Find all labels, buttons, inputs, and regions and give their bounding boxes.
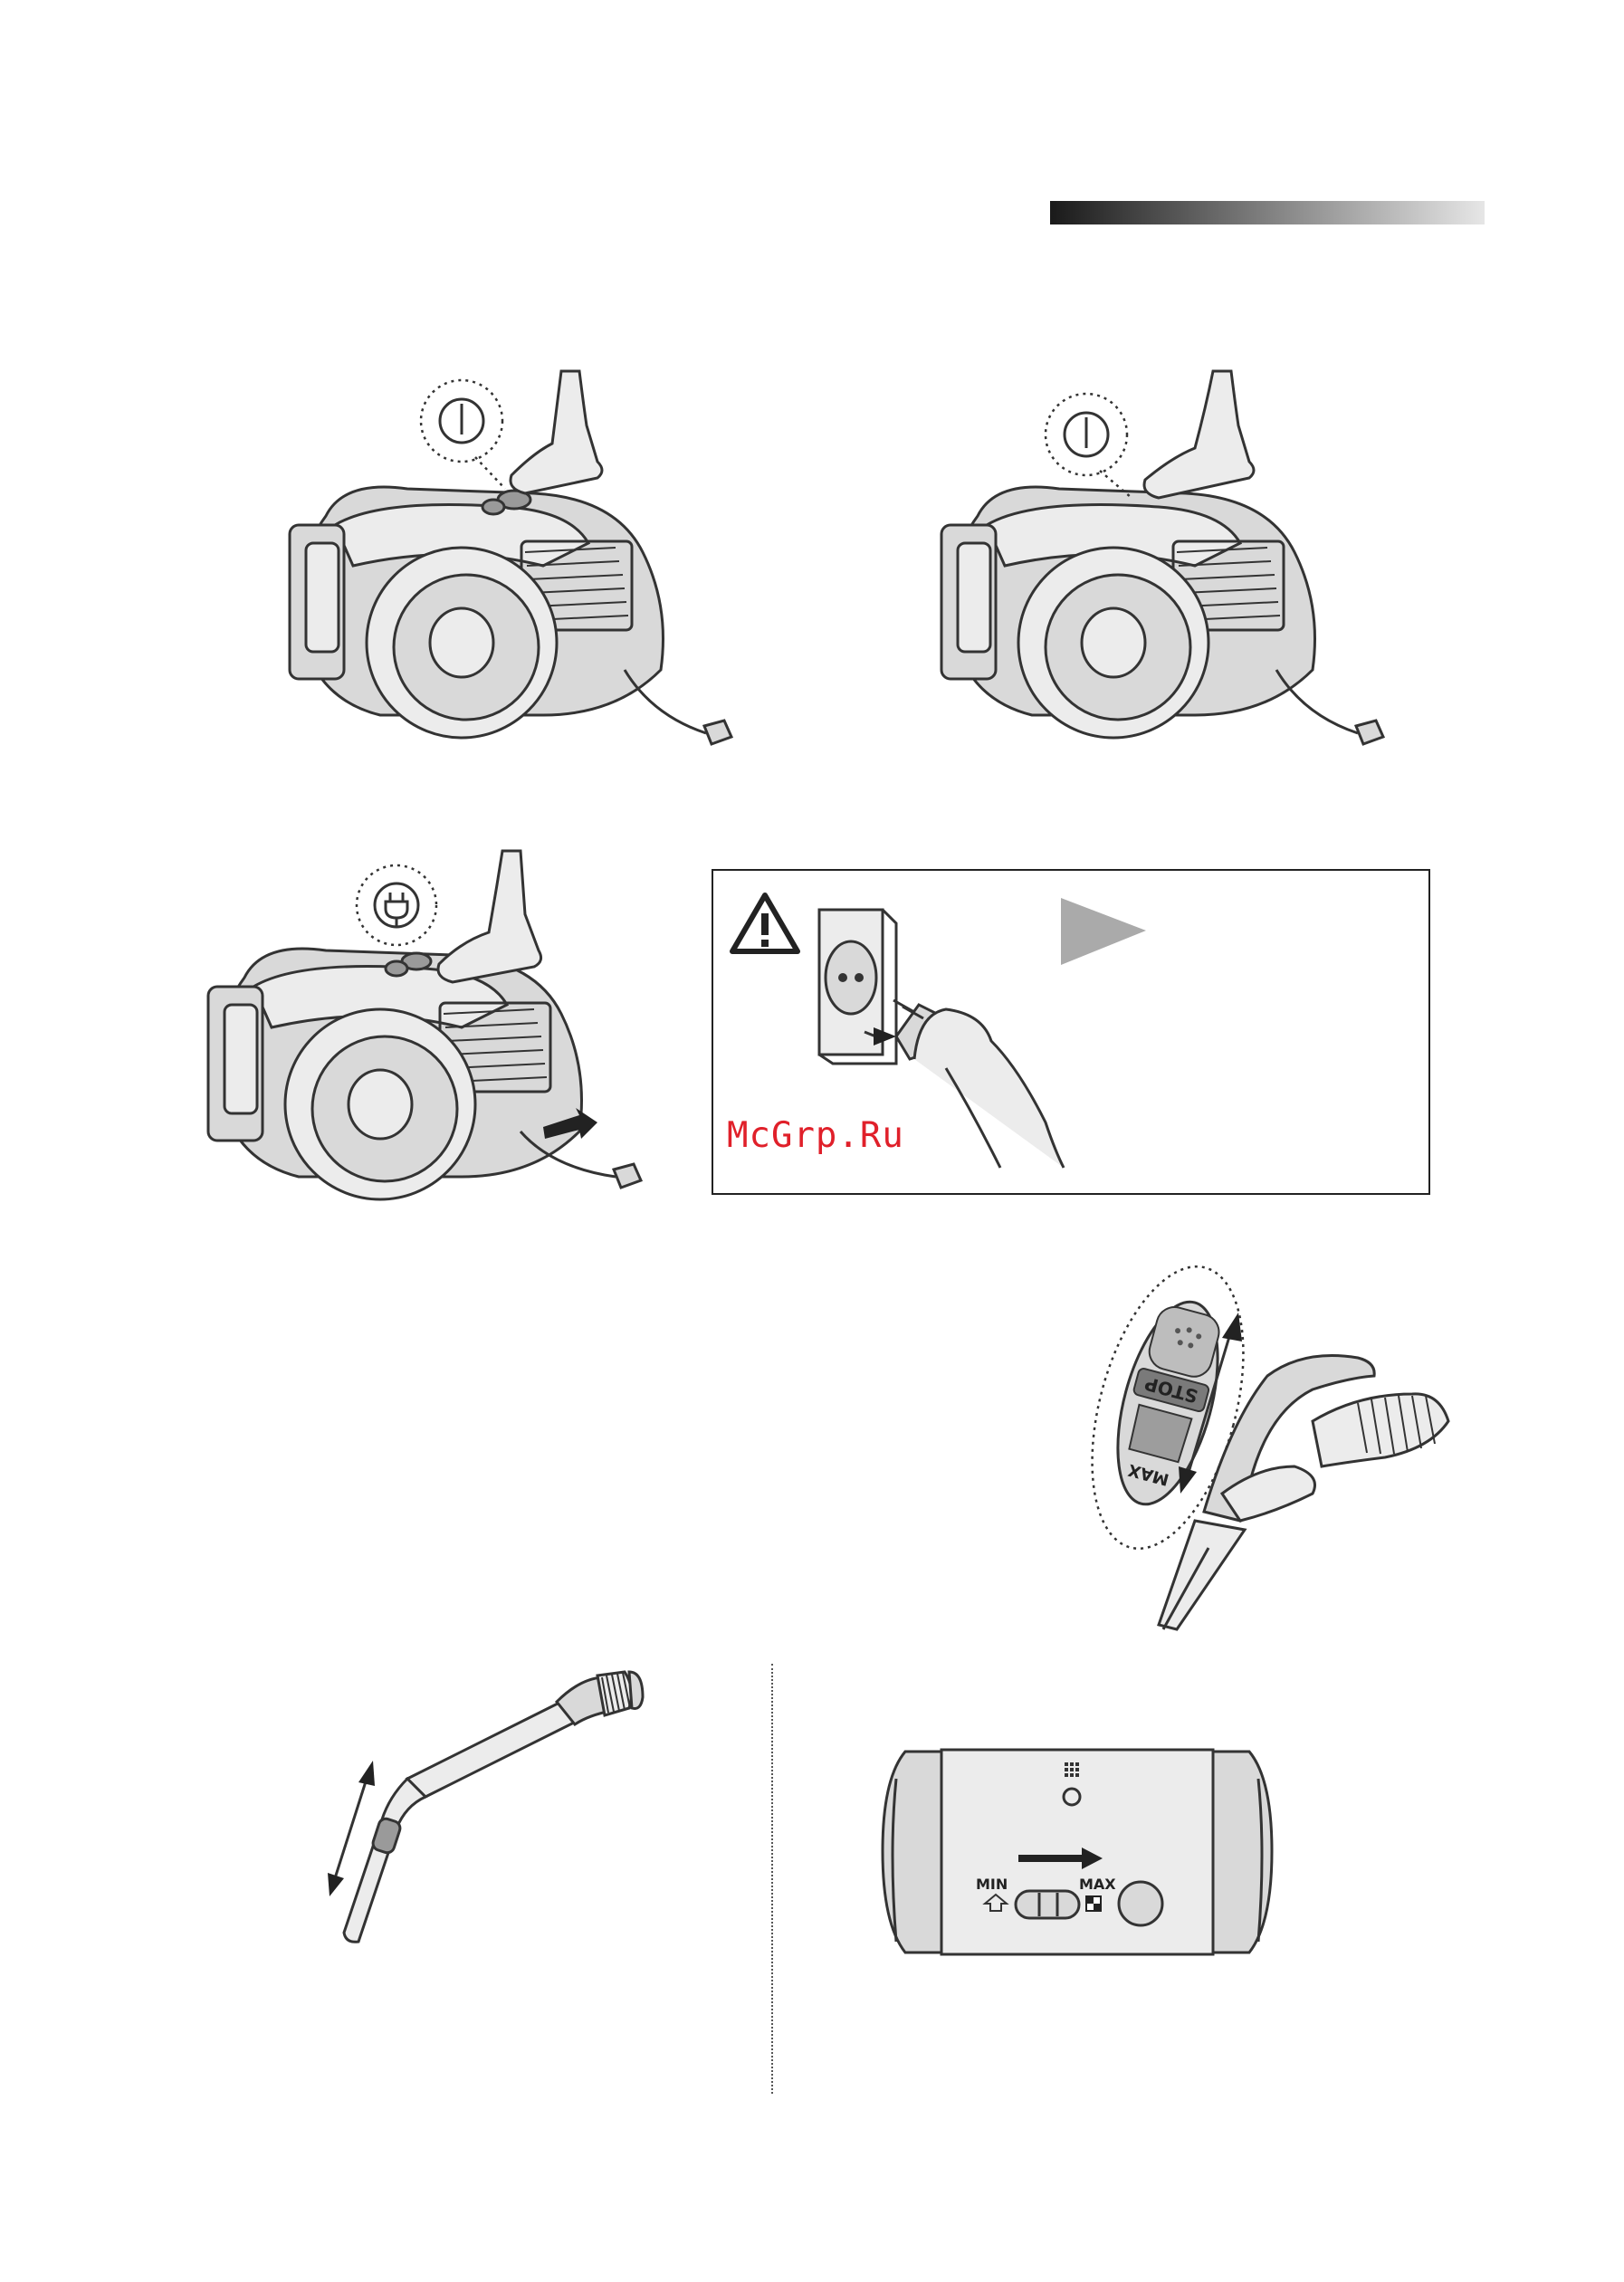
cord-rewind-illustration (190, 851, 697, 1231)
power-on-illustration (272, 371, 779, 788)
watermark-text: McGrp.Ru (727, 1115, 904, 1156)
handle-control-illustration: STOP MAX (1086, 1240, 1466, 1629)
arrow-right-icon (1059, 896, 1150, 969)
tube-slider-illustration (326, 1661, 670, 1951)
suction-min-label: MIN (976, 1876, 1008, 1893)
suction-max-label: MAX (1079, 1876, 1116, 1893)
section-divider (771, 1664, 773, 2094)
header-bar (1050, 201, 1485, 224)
suction-control-illustration: MIN MAX (878, 1743, 1276, 1960)
power-off-illustration (923, 371, 1430, 788)
warning-icon (729, 892, 801, 955)
